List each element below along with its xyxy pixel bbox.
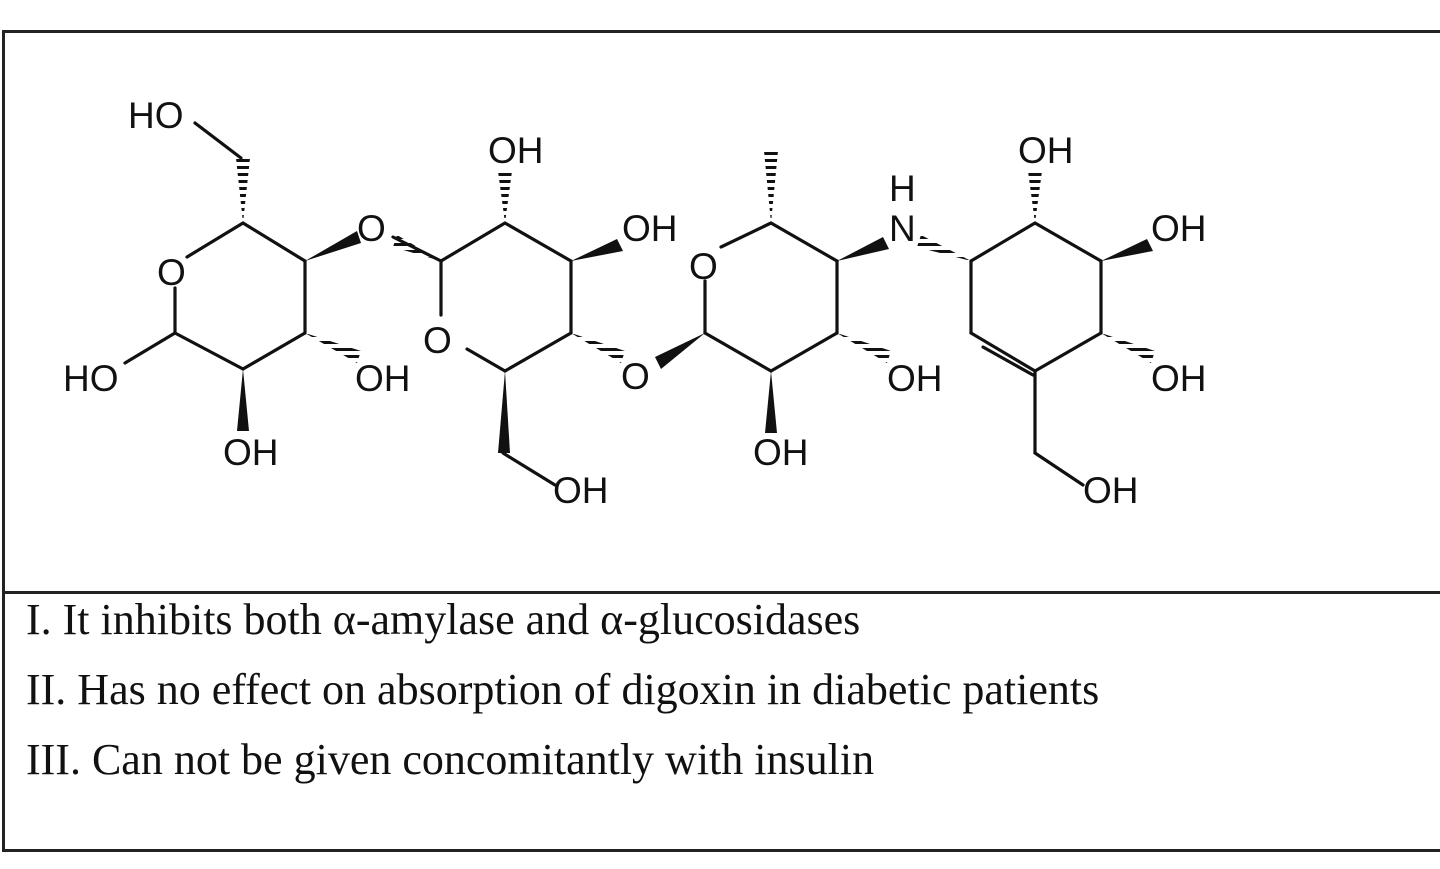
atom-nh-h: H [889, 168, 916, 209]
statement-1: I. It inhibits both α-amylase and α-gluc… [26, 595, 861, 644]
atom-ring3-o: O [689, 246, 718, 287]
atom-oh-r3-right: OH [887, 358, 943, 399]
section-divider [5, 591, 1440, 594]
atom-oh-r4-right: OH [1151, 208, 1207, 249]
atom-oh-r2-ch2: OH [553, 470, 609, 511]
question-frame: HO O HO OH OH O OH OH O O OH O OH OH H N… [2, 30, 1440, 852]
atom-oh-r1-right: OH [355, 358, 411, 399]
atom-ring2-o: O [423, 320, 452, 361]
atom-oh-r4-low: OH [1151, 358, 1207, 399]
acarbose-structure: HO O HO OH OH O OH OH O O OH O OH OH H N… [63, 95, 1207, 511]
statement-3: III. Can not be given concomitantly with… [26, 735, 875, 784]
atom-oh-r4-ch2: OH [1083, 470, 1139, 511]
statement-list: I. It inhibits both α-amylase and α-gluc… [26, 585, 1099, 795]
atom-ring1-o: O [157, 252, 186, 293]
atom-oh-r4-top: OH [1018, 130, 1074, 171]
atom-ho-top: HO [128, 95, 184, 136]
atom-oh-r3-low: OH [753, 432, 809, 473]
atom-labels: HO O HO OH OH O OH OH O O OH O OH OH H N… [63, 95, 1207, 511]
atom-oh-r2-top: OH [488, 130, 544, 171]
atom-bridge-o1: O [357, 208, 386, 249]
bond-lines [123, 121, 1103, 487]
wedge-bonds [236, 151, 1155, 453]
atom-bridge-o2: O [621, 356, 650, 397]
atom-oh-r2-right: OH [622, 208, 678, 249]
atom-oh-r1-low: OH [223, 432, 279, 473]
atom-nh-n: N [889, 208, 916, 249]
atom-ho-left: HO [63, 358, 119, 399]
statement-2: II. Has no effect on absorption of digox… [26, 665, 1100, 714]
